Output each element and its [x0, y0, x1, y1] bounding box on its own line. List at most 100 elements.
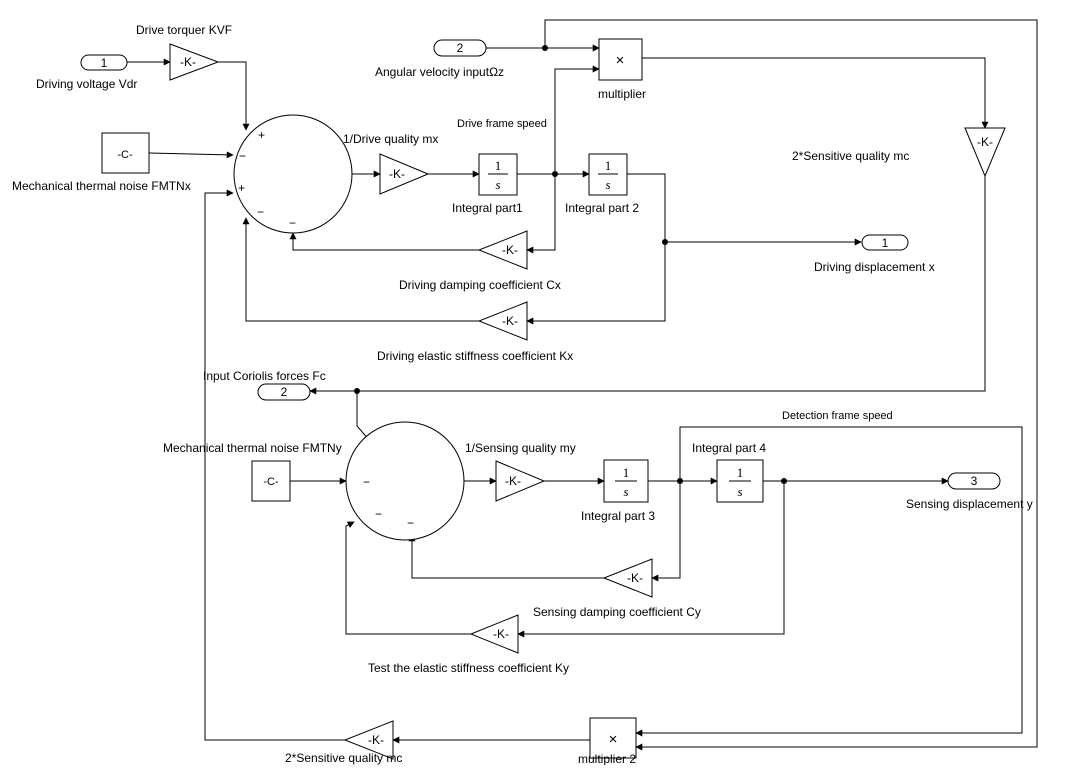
junction-y — [781, 478, 787, 484]
gain-kvf[interactable]: -K- Drive torquer KVF — [136, 23, 232, 81]
wire-detspeed-to-mult2[interactable] — [635, 426, 1023, 737]
sum-x-sign-2: − — [239, 149, 246, 163]
detection-frame-speed-label: Detection frame speed — [782, 410, 893, 422]
gain-cx-symbol: -K- — [502, 243, 518, 257]
gain-cx[interactable]: -K- Driving damping coefficient Cx — [399, 230, 561, 292]
constant-fmtnx[interactable]: -C- Mechanical thermal noise FMTNx — [12, 132, 191, 193]
wire-int2-to-outx[interactable] — [627, 173, 862, 246]
outport-fc-label: Input Coriolis forces Fc — [203, 369, 326, 383]
gain-cx-label: Driving damping coefficient Cx — [399, 278, 561, 292]
junction-omega — [542, 45, 548, 51]
integrator-3-den: s — [623, 484, 628, 499]
integrator-2-num: 1 — [605, 158, 612, 173]
inport-vdr-label: Driving voltage Vdr — [36, 77, 137, 91]
gain-mc-2[interactable]: -K- 2*Sensitive quality mc — [285, 720, 402, 765]
wire-detspeed-to-cy[interactable] — [651, 481, 681, 582]
multiplier-1-symbol: × — [616, 52, 625, 69]
multiplier-2-label: multiplier 2 — [578, 752, 636, 765]
sum-x-sign-4: − — [257, 205, 264, 219]
gain-kvf-label: Drive torquer KVF — [136, 23, 232, 37]
integrator-4-den: s — [737, 484, 742, 499]
multiplier-1-label: multiplier — [598, 87, 646, 101]
wire-speed-to-mult1[interactable] — [554, 65, 600, 174]
gain-mx[interactable]: -K- — [379, 153, 430, 195]
multiplier-2-symbol: × — [609, 731, 618, 748]
gain-ky-label: Test the elastic stiffness coefficient K… — [368, 661, 569, 675]
sum-y-sign-1: − — [363, 475, 370, 489]
wire-cy-to-sumy-bottom[interactable] — [408, 534, 604, 579]
integrator-2-den: s — [605, 177, 610, 192]
outport-y[interactable]: 3 Sensing displacement y — [906, 472, 1033, 511]
integrator-2[interactable]: 1 s Integral part 2 — [565, 153, 639, 215]
wire-cx-to-sumx[interactable] — [148, 151, 234, 159]
wire-y-to-ky[interactable] — [517, 481, 785, 638]
integrator-1[interactable]: 1 s Integral part1 — [452, 153, 523, 215]
integrator-4-label: Integral part 4 — [692, 441, 766, 455]
drive-frame-speed-label: Drive frame speed — [457, 118, 547, 130]
junction-x — [662, 239, 668, 245]
constant-fmtnx-label: Mechanical thermal noise FMTNx — [12, 179, 191, 193]
outport-y-number: 3 — [971, 474, 978, 488]
gain-mc-2-label: 2*Sensitive quality mc — [285, 751, 402, 765]
constant-fmtny-symbol: -C- — [263, 476, 279, 488]
gain-kx-symbol: -K- — [502, 314, 518, 328]
inport-omega[interactable]: 2 Angular velocity inputΩz — [375, 39, 504, 79]
outport-fc[interactable]: 2 Input Coriolis forces Fc — [203, 369, 326, 401]
gain-mx-symbol: -K- — [389, 167, 405, 181]
junction-detection-speed — [677, 478, 683, 484]
integrator-3-label: Integral part 3 — [581, 509, 655, 523]
gain-my-symbol: -K- — [505, 474, 521, 488]
integrator-1-num: 1 — [495, 158, 502, 173]
outport-y-label: Sensing displacement y — [906, 497, 1033, 511]
wire-ky-to-sumy-left[interactable] — [345, 521, 471, 635]
wire-kx-to-sumx-left[interactable] — [242, 217, 479, 322]
wire-mult1-to-mc1[interactable] — [642, 57, 989, 129]
gain-kx-label: Driving elastic stiffness coefficient Kx — [377, 349, 573, 363]
multiplier-1[interactable]: × multiplier — [598, 38, 646, 101]
integrator-3-num: 1 — [623, 465, 630, 480]
multiplier-2[interactable]: × multiplier 2 — [578, 717, 637, 766]
sum-x-sign-5: − — [289, 216, 296, 230]
gain-mc-1-symbol: -K- — [977, 135, 993, 149]
sum-y-sign-2: − — [375, 507, 382, 521]
gain-cy[interactable]: -K- Sensing damping coefficient Cy — [533, 558, 701, 619]
junction-fc — [354, 388, 360, 394]
wire-x-to-kx[interactable] — [526, 242, 666, 325]
integrator-3[interactable]: 1 s Integral part 3 — [581, 459, 655, 523]
outport-x[interactable]: 1 Driving displacement x — [814, 234, 935, 274]
gain-kx[interactable]: -K- Driving elastic stiffness coefficien… — [377, 301, 573, 363]
wire-omega-to-mult2[interactable] — [544, 19, 1038, 751]
sum-x-label: 1/Drive quality mx — [343, 132, 438, 146]
wire-speed-to-cx[interactable] — [526, 174, 556, 254]
sum-x-sign-3: + — [238, 181, 245, 195]
sum-y[interactable]: − − − 1/Sensing quality my — [345, 421, 576, 541]
wire-fc-to-sumy[interactable] — [356, 391, 371, 442]
integrator-4-num: 1 — [737, 465, 744, 480]
integrator-4[interactable]: 1 s Integral part 4 — [692, 441, 766, 503]
integrator-1-label: Integral part1 — [452, 201, 523, 215]
wire-mc1-to-fc[interactable] — [309, 176, 986, 395]
outport-fc-number: 2 — [281, 385, 288, 399]
wire-mc2-to-sumx[interactable] — [204, 189, 345, 741]
junctions — [354, 45, 787, 484]
gain-mc-1-label: 2*Sensitive quality mc — [792, 149, 909, 163]
gain-my[interactable]: -K- — [495, 460, 546, 502]
inport-omega-label: Angular velocity inputΩz — [375, 65, 504, 79]
constant-fmtny[interactable]: -C- Mechanical thermal noise FMTNy — [163, 441, 342, 502]
gain-ky[interactable]: -K- Test the elastic stiffness coefficie… — [368, 614, 569, 675]
sum-x[interactable]: + − + − − 1/Drive quality mx — [233, 114, 438, 234]
integrator-1-den: s — [495, 177, 500, 192]
gain-cy-symbol: -K- — [627, 571, 643, 585]
gain-kvf-symbol: -K- — [180, 55, 196, 69]
inport-vdr-number: 1 — [101, 56, 108, 70]
wire-cx-to-sumx-bottom[interactable] — [289, 232, 479, 251]
sum-x-sign-1: + — [258, 128, 265, 142]
inport-vdr[interactable]: 1 Driving voltage Vdr — [36, 54, 137, 91]
gain-ky-symbol: -K- — [493, 627, 509, 641]
wire-kvf-to-sumx[interactable] — [218, 61, 250, 131]
gain-mc-1[interactable]: -K- 2*Sensitive quality mc — [792, 127, 1006, 178]
outport-x-number: 1 — [882, 236, 889, 250]
junction-drive-speed — [552, 171, 558, 177]
